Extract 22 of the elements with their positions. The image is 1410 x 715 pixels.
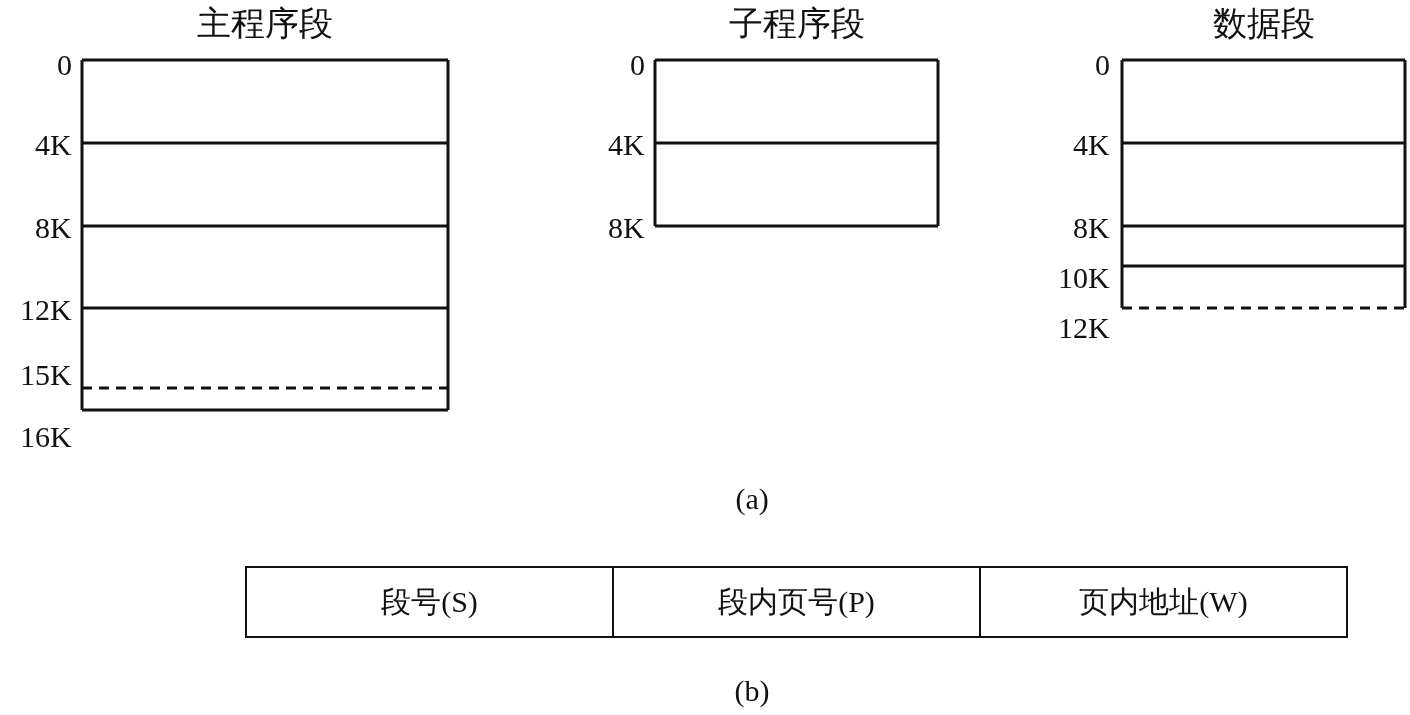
address-tick-label: 15K bbox=[20, 358, 72, 392]
address-field-cell: 页内地址(W) bbox=[979, 566, 1348, 638]
address-tick-label: 0 bbox=[1095, 48, 1110, 82]
address-tick-label: 4K bbox=[608, 128, 645, 162]
segment-title: 子程序段 bbox=[727, 4, 866, 44]
address-tick-label: 0 bbox=[630, 48, 645, 82]
address-tick-label: 8K bbox=[608, 211, 645, 245]
address-field-cell: 段内页号(P) bbox=[612, 566, 981, 638]
address-tick-label: 4K bbox=[1073, 128, 1110, 162]
figure-caption: (b) bbox=[734, 674, 770, 708]
segment-title: 数据段 bbox=[1211, 4, 1316, 44]
figure-caption: (a) bbox=[735, 482, 769, 516]
address-tick-label: 10K bbox=[1058, 261, 1110, 295]
address-tick-label: 0 bbox=[57, 48, 72, 82]
address-tick-label: 16K bbox=[20, 420, 72, 454]
address-tick-label: 8K bbox=[1073, 211, 1110, 245]
address-tick-label: 12K bbox=[20, 293, 72, 327]
address-tick-label: 12K bbox=[1058, 311, 1110, 345]
segment-title: 主程序段 bbox=[196, 4, 334, 44]
address-tick-label: 4K bbox=[35, 128, 72, 162]
address-field-cell: 段号(S) bbox=[245, 566, 614, 638]
address-tick-label: 8K bbox=[35, 211, 72, 245]
